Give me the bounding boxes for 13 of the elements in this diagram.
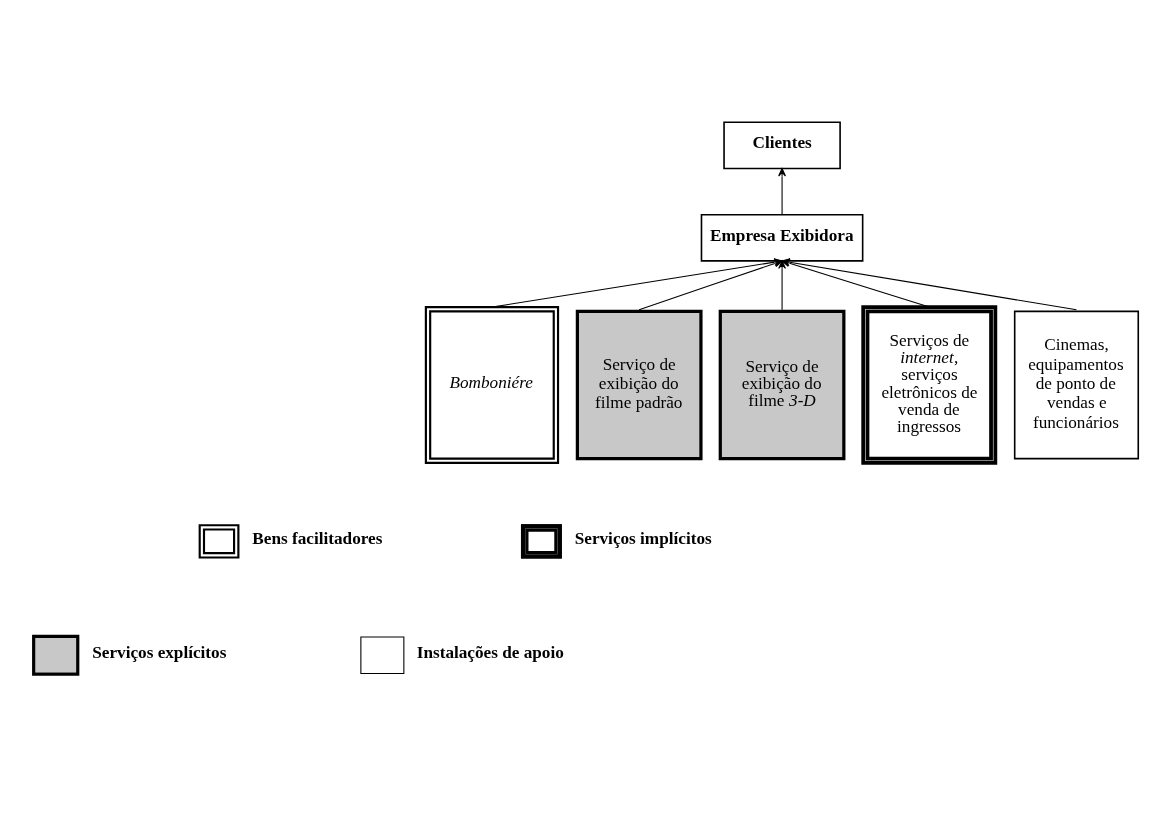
- node-box: Serviço de exibição do filme 3-D: [718, 309, 846, 461]
- legend-label: Instalações de apoio: [416, 643, 564, 663]
- legend-label: Serviços explícitos: [92, 643, 227, 663]
- arrow: [778, 167, 786, 216]
- legend-label: Bens facilitadores: [252, 529, 383, 549]
- node-box: Serviços de internet, serviços eletrônicos de venda de ingressos: [861, 305, 998, 465]
- node-box: Empresa Exibidora: [700, 213, 864, 262]
- legend-label: Serviços implícitos: [574, 529, 712, 549]
- node-box: Cinemas, equipamentos de ponto de vendas e funcionários: [1013, 310, 1140, 460]
- arrow: [778, 260, 786, 311]
- node-box: Clientes: [723, 121, 841, 170]
- node-box: Serviço de exibição do filme padrão: [575, 309, 703, 461]
- node-box: Bomboniére: [424, 306, 560, 464]
